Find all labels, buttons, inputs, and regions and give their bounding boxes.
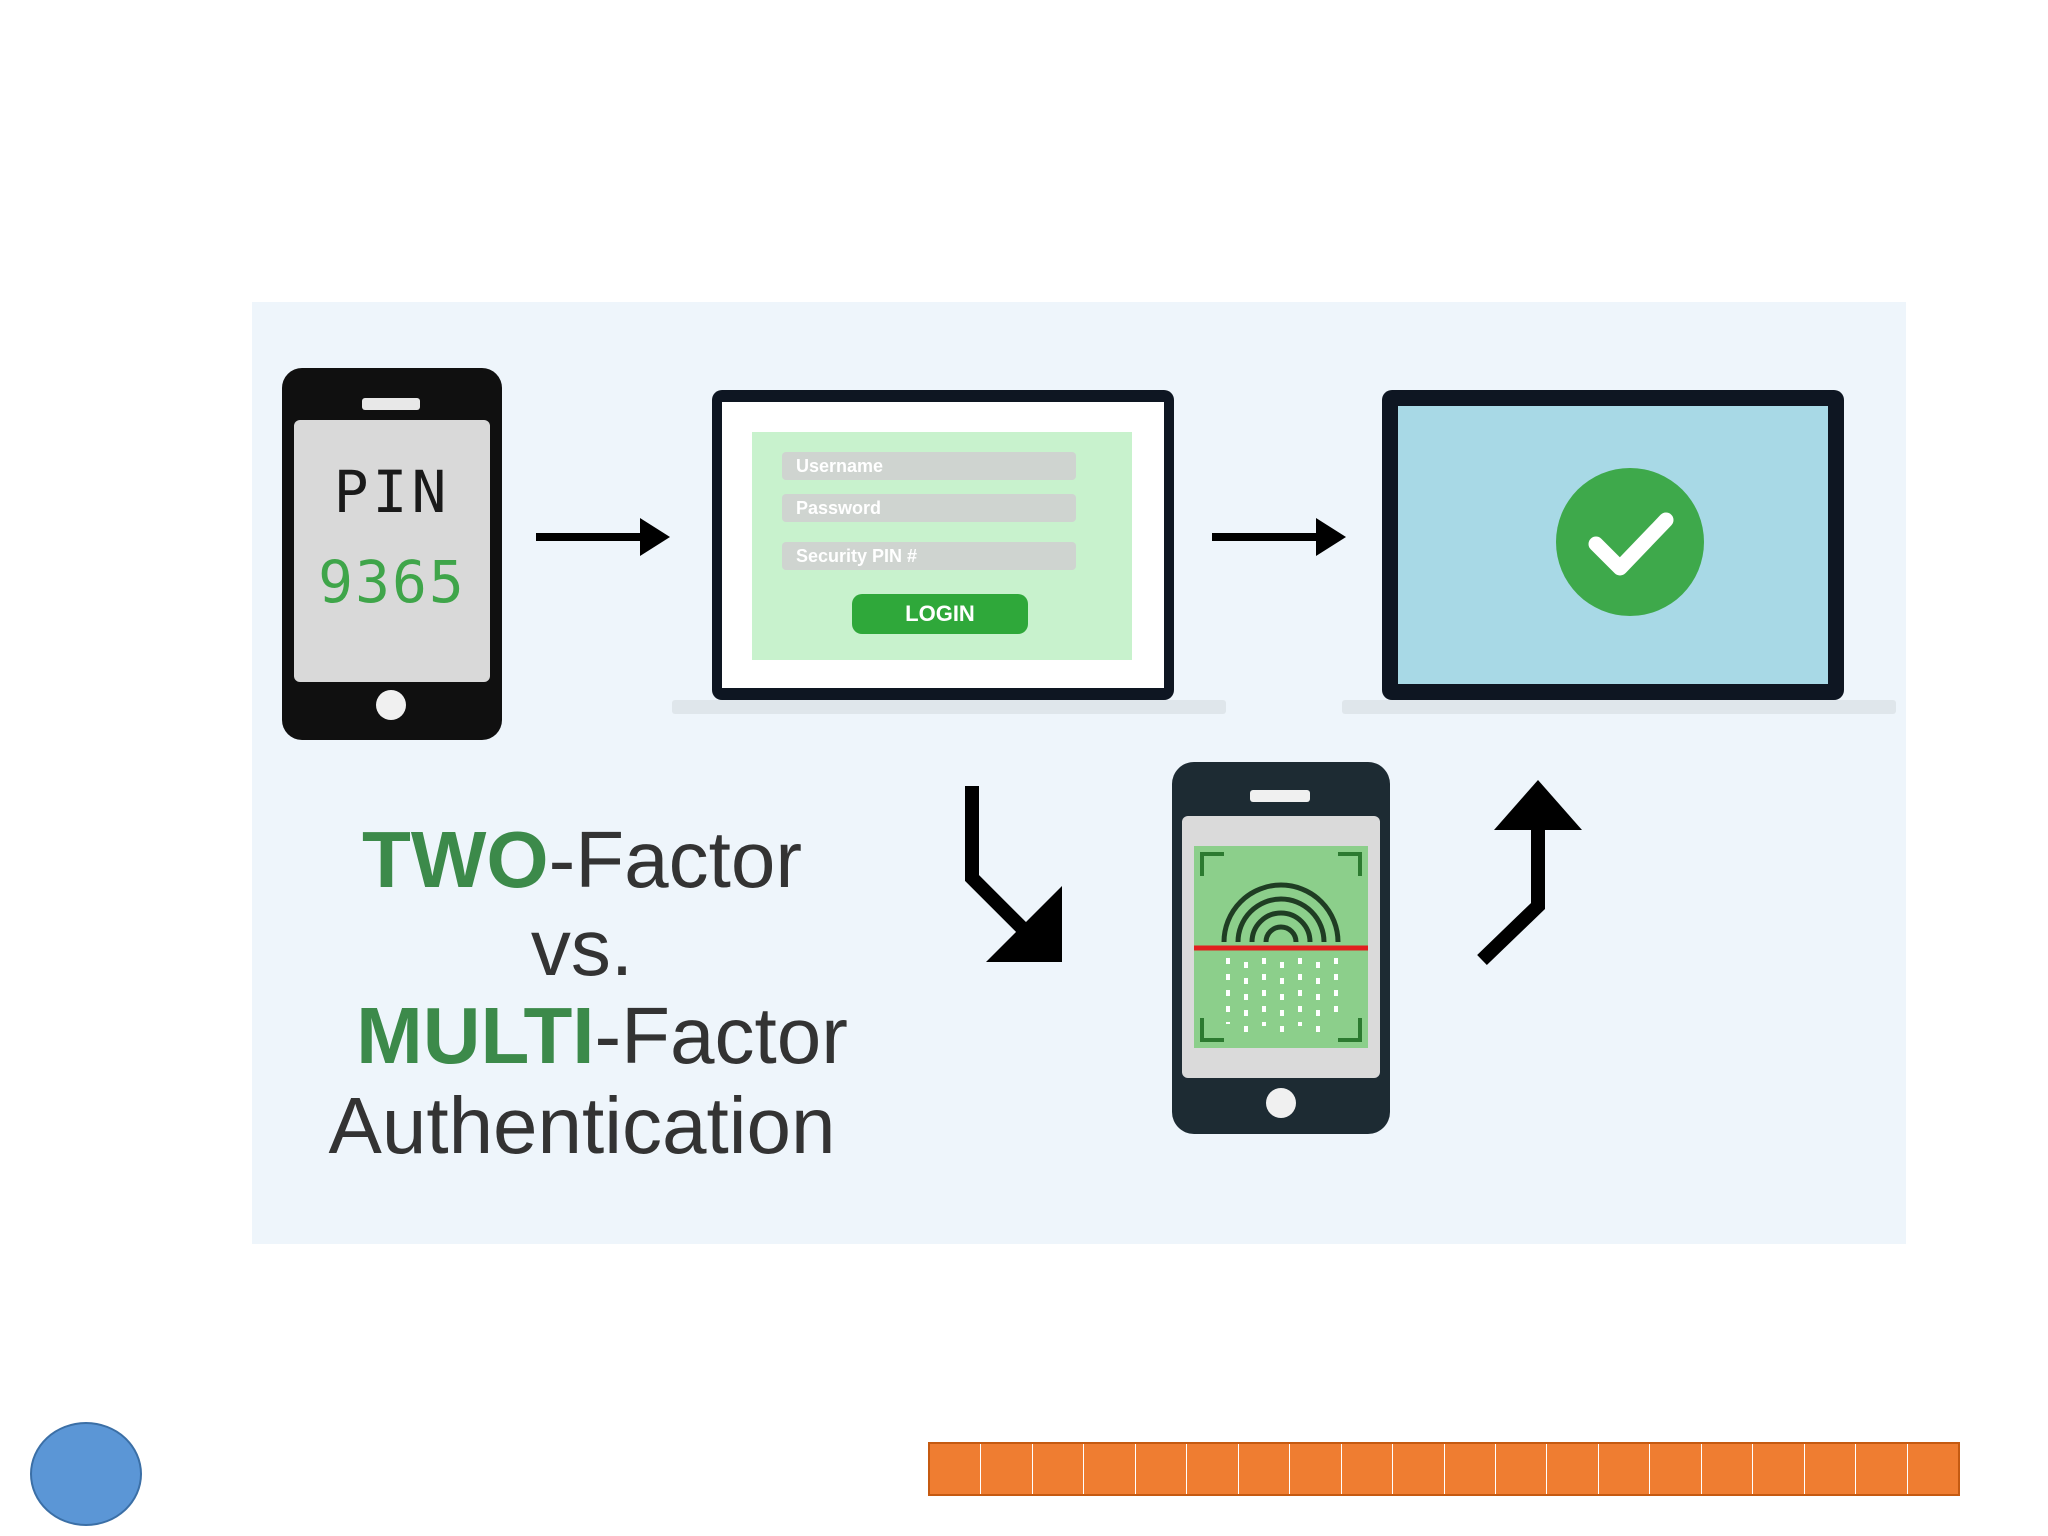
title-factor-1: -Factor [548,815,802,904]
phone-fingerprint-icon [1172,762,1390,1134]
login-panel: Username Password Security PIN # LOGIN [752,432,1132,660]
bar-segment [1547,1444,1599,1494]
bar-segment [1136,1444,1188,1494]
bar-segment [1187,1444,1239,1494]
title-factor-2: -Factor [594,991,848,1080]
phone-speaker [1250,790,1310,802]
phone-screen [1182,816,1380,1078]
bar-segment [1805,1444,1857,1494]
security-pin-field: Security PIN # [782,542,1076,570]
bar-segment [981,1444,1033,1494]
phone-home-button [1266,1088,1296,1118]
bar-segment [1599,1444,1651,1494]
bar-segment [930,1444,982,1494]
fingerprint-icon [1194,846,1368,1048]
title-multi: MULTI [356,991,595,1080]
username-field: Username [782,452,1076,480]
arrow-right-icon [536,518,670,556]
bar-segment [1856,1444,1908,1494]
phone-pin-icon: PIN 9365 [282,368,502,740]
laptop-base [672,700,1226,714]
bar-segment [1702,1444,1754,1494]
pin-label: PIN [333,458,451,526]
bar-segment [1445,1444,1496,1494]
bar-segment [1393,1444,1445,1494]
phone-screen: PIN 9365 [294,420,490,682]
mfa-illustration: PIN 9365 Username Password Security PIN … [252,302,1906,1244]
decorative-bar [928,1442,1960,1496]
arrow-right-icon [1212,518,1346,556]
phone-speaker [362,398,420,410]
laptop-screen: Username Password Security PIN # LOGIN [722,402,1164,688]
title-line-2: vs. [530,903,634,992]
bar-segment [1239,1444,1291,1494]
bar-segment [1084,1444,1136,1494]
laptop-screen [1398,406,1828,684]
laptop-success-icon [1382,390,1844,700]
title-line-3: MULTI-Factor [312,996,892,1076]
arrow-down-right-icon [965,786,1062,962]
laptop-base [1342,700,1896,714]
fingerprint-glyph [1194,852,1368,1042]
bar-segment [1650,1444,1702,1494]
bar-segment [1908,1444,1958,1494]
bar-segment [1753,1444,1805,1494]
password-field: Password [782,494,1076,522]
phone-home-button [376,690,406,720]
checkmark-glyph [1588,512,1674,576]
pin-code: 9365 [318,548,466,616]
bar-segment [1033,1444,1085,1494]
login-button: LOGIN [852,594,1028,634]
title-two: TWO [362,815,549,904]
arrow-up-icon [1477,780,1582,966]
title-line-4: Authentication [328,1081,836,1170]
bar-segment [1342,1444,1394,1494]
checkmark-icon [1556,468,1704,616]
laptop-login-icon: Username Password Security PIN # LOGIN [712,390,1174,700]
decorative-circle [30,1422,142,1526]
title-line-1: TWO-Factor [292,820,872,900]
bar-segment [1290,1444,1342,1494]
bar-segment [1496,1444,1548,1494]
